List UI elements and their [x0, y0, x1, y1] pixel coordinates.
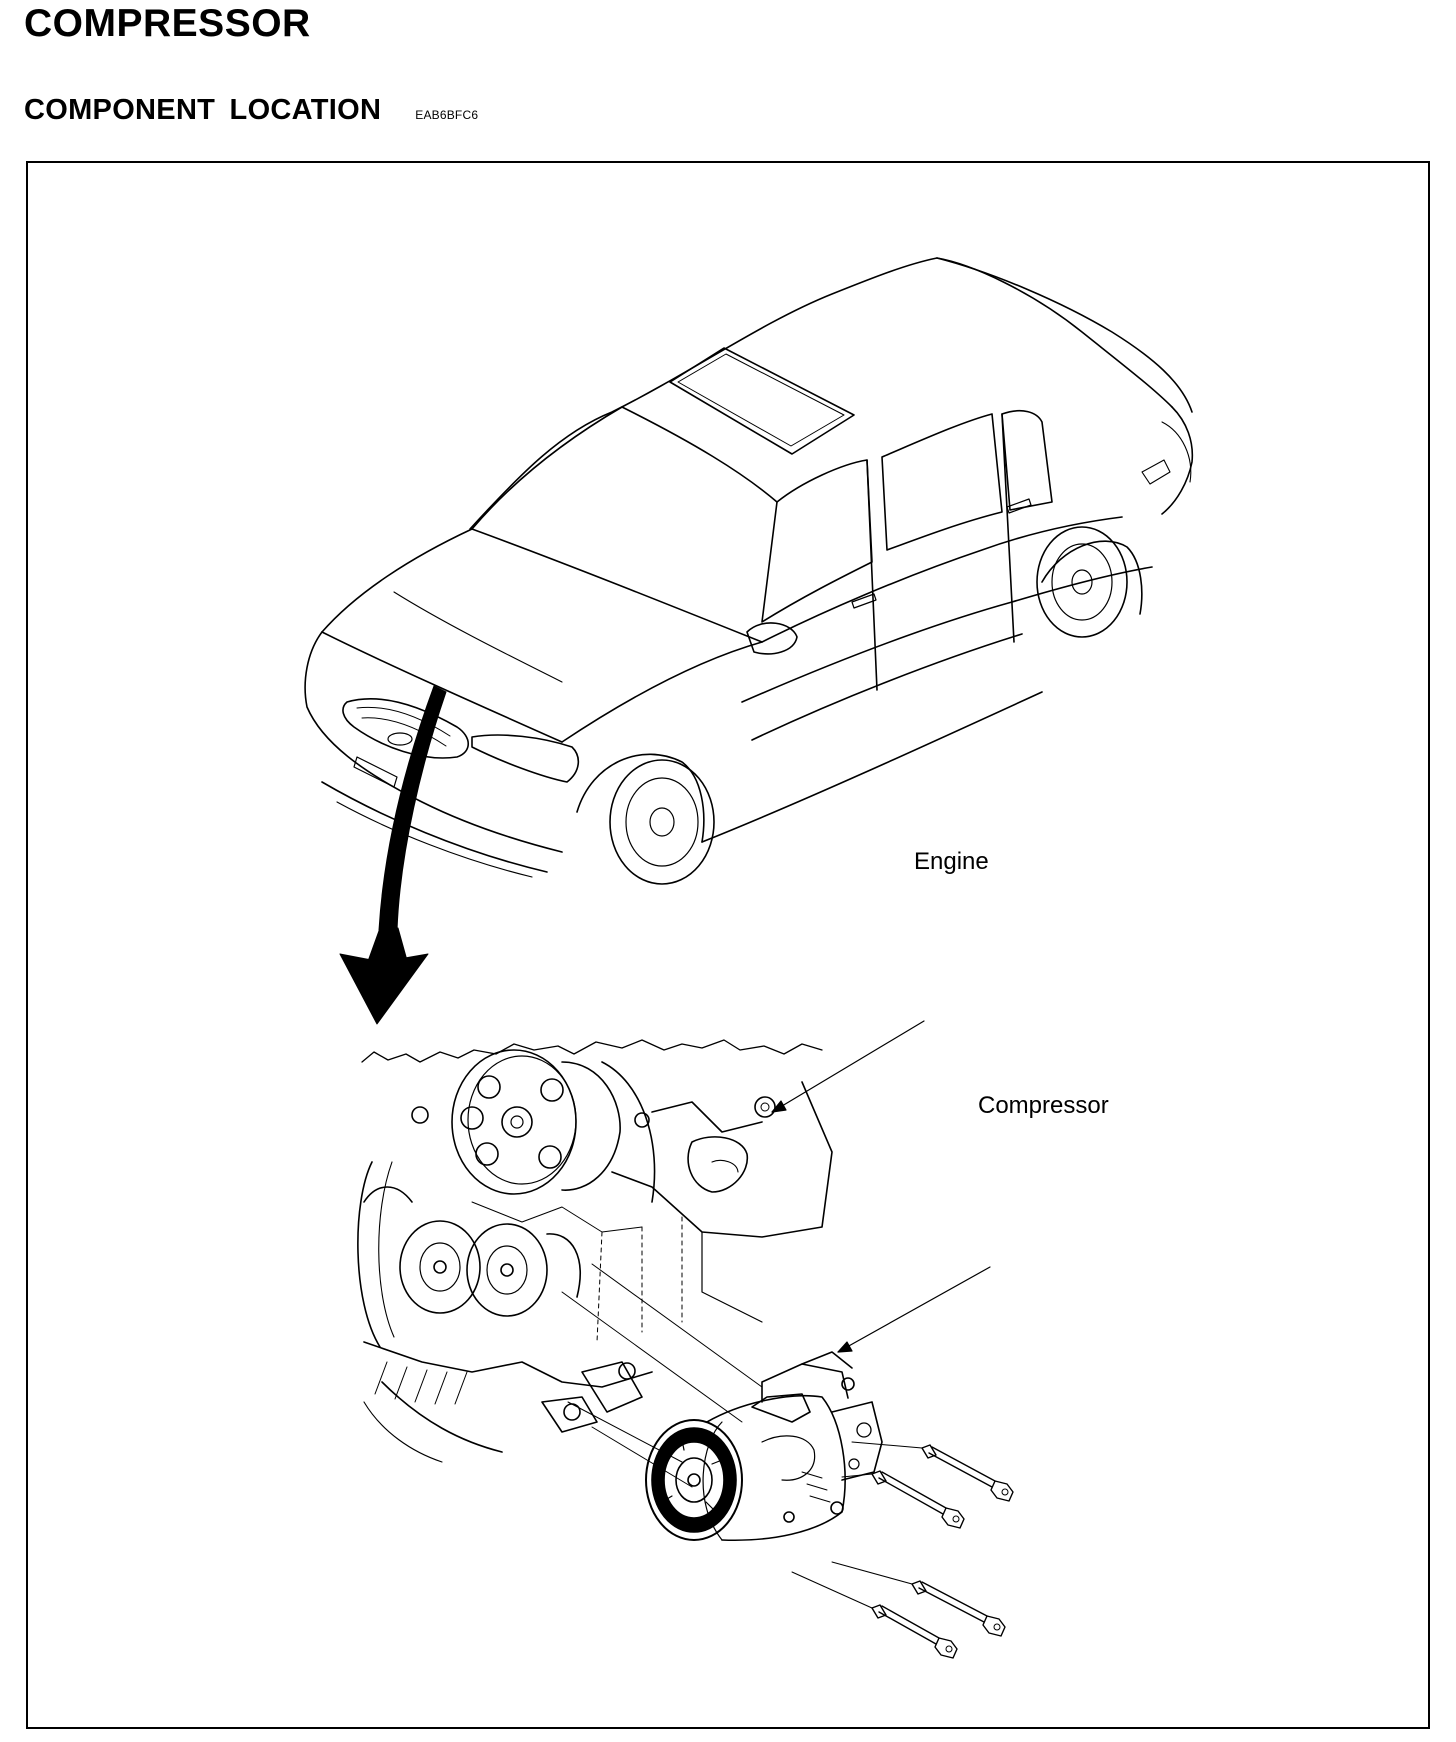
mounting-bolts [871, 1444, 1014, 1659]
page-title: COMPRESSOR [24, 2, 311, 45]
car-drawing [304, 257, 1194, 885]
compressor-drawing [645, 1351, 883, 1542]
callout-leaders [771, 1020, 991, 1353]
figure-frame [26, 161, 1430, 1729]
callout-compressor: Compressor [978, 1092, 1109, 1119]
assembly-guide-lines [561, 1263, 923, 1609]
callout-engine: Engine [914, 848, 989, 875]
section-title: COMPONENT LOCATION [24, 94, 382, 126]
section-code: EAB6BFC6 [415, 108, 479, 122]
engine-drawing [357, 1039, 833, 1463]
component-location-illustration [304, 257, 1194, 1659]
section-heading: COMPONENT LOCATION EAB6BFC6 [24, 94, 478, 127]
location-arrow [339, 685, 447, 1025]
